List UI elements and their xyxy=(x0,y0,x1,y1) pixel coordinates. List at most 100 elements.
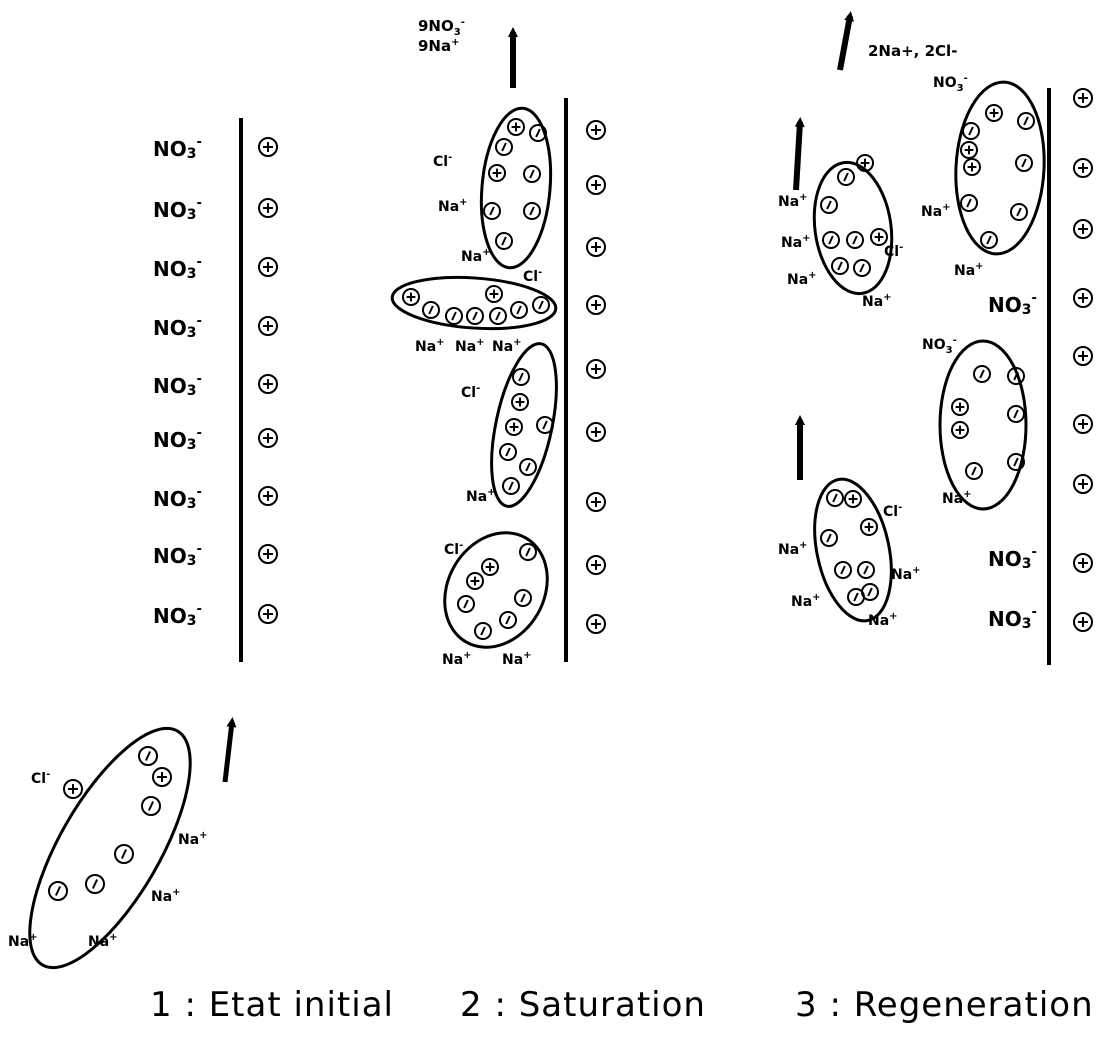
nitrate-label-1-4: NO3- xyxy=(153,314,202,341)
ion-positive xyxy=(63,779,83,799)
ion-negative xyxy=(1007,367,1025,385)
chloride-label: Cl- xyxy=(31,769,51,787)
ion-positive xyxy=(481,558,499,576)
ion-negative xyxy=(48,881,68,901)
sodium-label: Na+ xyxy=(868,611,898,629)
nitrate-label-3-mid: NO3- xyxy=(922,335,957,356)
nitrate-label-1-2: NO3- xyxy=(153,196,202,223)
fixed-charge-positive xyxy=(258,257,278,277)
ion-negative xyxy=(512,368,530,386)
sodium-label: Na+ xyxy=(492,337,522,355)
arrow-stage3-mid xyxy=(793,117,805,191)
nitrate-label-3-3: NO3- xyxy=(988,605,1037,632)
ion-negative xyxy=(445,307,463,325)
nitrate-label-1-8: NO3- xyxy=(153,542,202,569)
sodium-label: Na+ xyxy=(455,337,485,355)
fixed-charge-positive xyxy=(1073,88,1093,108)
sodium-label: Na+ xyxy=(921,202,951,220)
ion-negative xyxy=(85,874,105,894)
ion-negative xyxy=(820,196,838,214)
cluster-stage2-d xyxy=(443,531,549,649)
released-label-stage3: 2Na+, 2Cl- xyxy=(868,42,958,60)
solution-cluster-stage1 xyxy=(28,726,192,970)
fixed-charge-positive xyxy=(1073,414,1093,434)
ion-negative xyxy=(141,796,161,816)
ion-negative xyxy=(529,124,547,142)
fixed-charge-positive xyxy=(1073,158,1093,178)
ion-negative xyxy=(1015,154,1033,172)
ion-negative xyxy=(820,529,838,547)
nitrate-label-3-2: NO3- xyxy=(988,545,1037,572)
ion-negative xyxy=(519,543,537,561)
fixed-charge-positive xyxy=(258,544,278,564)
ion-negative xyxy=(965,462,983,480)
chloride-label: Cl- xyxy=(523,267,543,285)
ion-negative xyxy=(474,622,492,640)
ion-positive xyxy=(985,104,1003,122)
sodium-label: Na+ xyxy=(151,887,181,905)
cluster-stage2-c xyxy=(490,342,558,508)
fixed-charge-positive xyxy=(258,428,278,448)
fixed-charge-positive xyxy=(258,374,278,394)
nitrate-label-1-1: NO3- xyxy=(153,135,202,162)
chloride-label: Cl- xyxy=(444,540,464,558)
cluster-stage3-a xyxy=(812,160,894,296)
ion-positive xyxy=(485,285,503,303)
nitrate-label-1-3: NO3- xyxy=(153,255,202,282)
arrow-stage3-top xyxy=(837,11,855,71)
fixed-charge-positive xyxy=(586,492,606,512)
released-label-stage2-line2: 9Na+ xyxy=(418,37,460,55)
nitrate-label-1-7: NO3- xyxy=(153,485,202,512)
sodium-label: Na+ xyxy=(178,830,208,848)
caption-stage2: 2 : Saturation xyxy=(460,985,706,1025)
ion-symbols xyxy=(48,88,1093,901)
nitrate-label-3-top: NO3- xyxy=(933,73,968,94)
sodium-label: Na+ xyxy=(461,247,491,265)
ion-positive xyxy=(511,393,529,411)
ion-negative xyxy=(510,301,528,319)
fixed-charge-positive xyxy=(1073,474,1093,494)
ion-negative xyxy=(457,595,475,613)
ion-negative xyxy=(973,365,991,383)
ion-negative xyxy=(536,416,554,434)
chloride-label: Cl- xyxy=(884,242,904,260)
ion-negative xyxy=(1017,112,1035,130)
chloride-label: Cl- xyxy=(433,152,453,170)
ion-negative xyxy=(523,202,541,220)
ion-negative xyxy=(114,844,134,864)
ion-negative xyxy=(853,259,871,277)
ion-negative xyxy=(857,561,875,579)
ion-positive xyxy=(466,572,484,590)
ion-negative xyxy=(1010,203,1028,221)
fixed-charge-positive xyxy=(586,555,606,575)
fixed-charge-positive xyxy=(1073,346,1093,366)
ion-positive xyxy=(507,118,525,136)
ion-negative xyxy=(1007,453,1025,471)
sodium-label: Na+ xyxy=(781,233,811,251)
ion-negative xyxy=(847,588,865,606)
sodium-label: Na+ xyxy=(787,270,817,288)
cluster-stage3-d xyxy=(813,477,893,623)
ion-negative xyxy=(466,307,484,325)
ion-positive xyxy=(844,490,862,508)
sodium-label: Na+ xyxy=(791,592,821,610)
ion-negative xyxy=(846,231,864,249)
ion-positive xyxy=(856,154,874,172)
ion-positive xyxy=(963,158,981,176)
ion-positive xyxy=(860,518,878,536)
fixed-charge-positive xyxy=(586,614,606,634)
ion-positive xyxy=(951,398,969,416)
released-label-stage2-line1: 9NO3- xyxy=(418,17,465,38)
cluster-stage2-b xyxy=(390,275,558,331)
caption-stage1: 1 : Etat initial xyxy=(150,985,394,1025)
sodium-label: Na+ xyxy=(778,192,808,210)
fixed-charge-positive xyxy=(258,137,278,157)
ion-negative xyxy=(962,122,980,140)
sodium-label: Na+ xyxy=(891,565,921,583)
fixed-charge-positive xyxy=(586,175,606,195)
cluster-stage3-c xyxy=(938,339,1028,511)
fixed-charge-positive xyxy=(1073,288,1093,308)
cluster-stage2-a xyxy=(479,106,553,270)
fixed-charge-positive xyxy=(586,120,606,140)
fixed-charge-positive xyxy=(1073,612,1093,632)
